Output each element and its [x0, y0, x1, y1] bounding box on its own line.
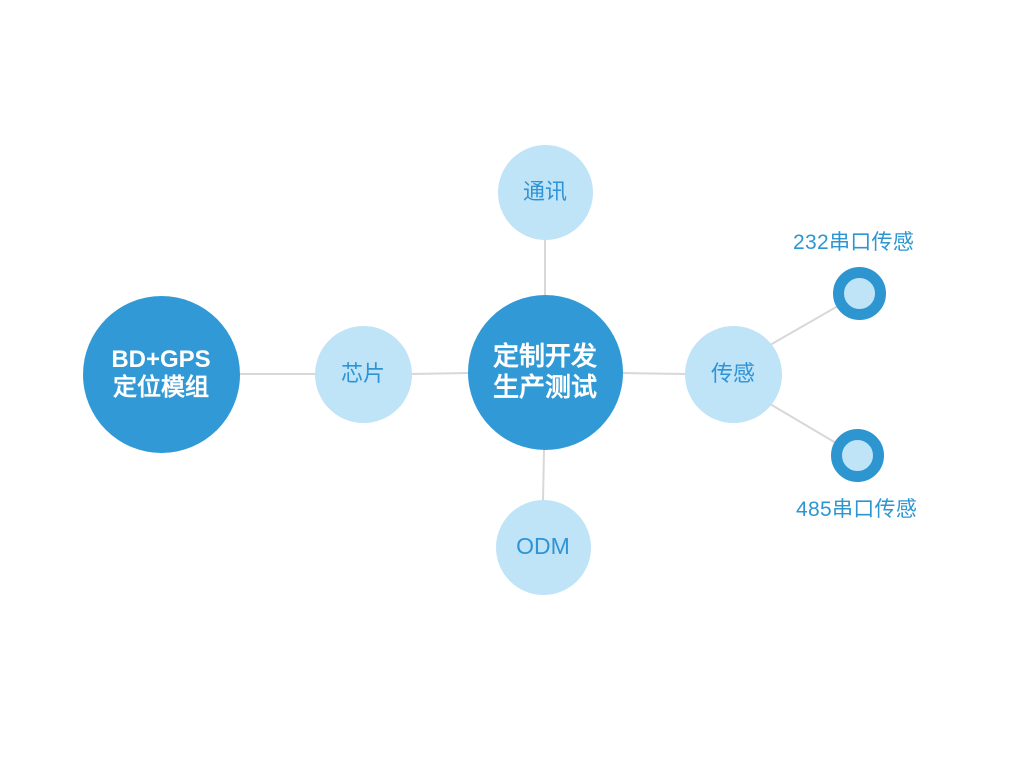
node-odm-label: ODM [516, 533, 570, 560]
edge-chip-customdev [411, 372, 469, 375]
edge-customdev-odm [542, 449, 545, 501]
serial-232-sensor-label: 232串口传感 [793, 231, 915, 254]
node-chip-label: 芯片 [340, 361, 385, 387]
node-serial-232-sensor[interactable] [832, 266, 886, 320]
node-serial-485-sensor[interactable] [830, 428, 884, 482]
edge-sensor-485 [769, 403, 837, 444]
node-custom-development-production-test-label: 定制开发 生产测试 [492, 341, 597, 402]
node-bd-gps-positioning-module[interactable]: BD+GPS 定位模组 [82, 295, 240, 453]
edge-sensor-232 [769, 305, 839, 346]
node-sensor-label: 传感 [710, 361, 755, 387]
node-custom-development-production-test[interactable]: 定制开发 生产测试 [467, 294, 623, 450]
node-odm[interactable]: ODM [495, 499, 591, 595]
edge-customdev-sensor [622, 372, 686, 375]
node-sensor[interactable]: 传感 [684, 325, 782, 423]
serial-485-sensor-label: 485串口传感 [796, 498, 918, 521]
node-chip[interactable]: 芯片 [314, 325, 412, 423]
node-communication[interactable]: 通讯 [497, 144, 593, 240]
node-bd-gps-positioning-module-label: BD+GPS 定位模组 [111, 345, 211, 401]
node-communication-label: 通讯 [522, 179, 567, 205]
